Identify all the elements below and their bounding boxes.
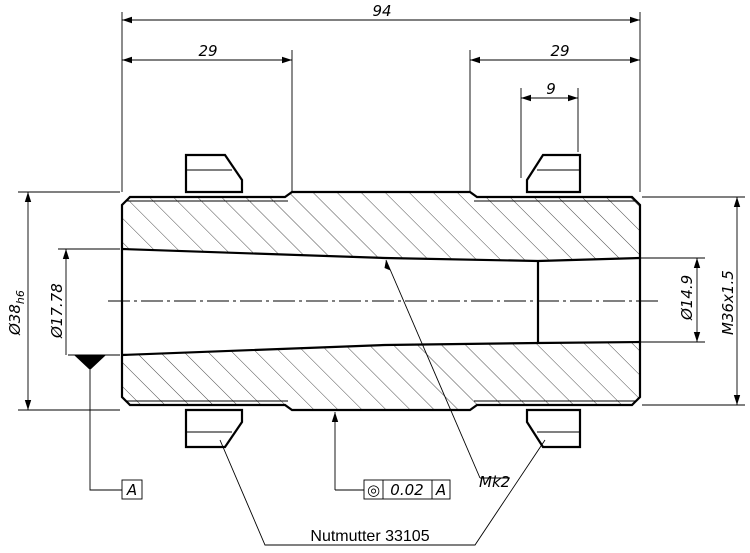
taper-lower-edge — [121, 340, 641, 357]
dimension-left-nut — [122, 50, 293, 192]
tolerance-value-text: 0.02 — [390, 481, 423, 499]
taper-leader — [384, 259, 510, 479]
shaft-section — [108, 190, 660, 412]
bore-diameter-text: Ø14.9 — [678, 275, 696, 321]
upper-wall-hatch — [122, 192, 640, 261]
concentricity-leader — [331, 412, 364, 491]
dimension-right-nut — [469, 50, 640, 192]
nut-label-text: Nutmutter 33105 — [310, 528, 429, 545]
concentricity-symbol: ◎ — [367, 481, 380, 499]
nut-top-left — [184, 153, 244, 194]
overall-length-text: 94 — [372, 2, 391, 20]
outer-contour — [120, 190, 642, 412]
dimension-outer-diameter — [18, 191, 120, 411]
taper-label-text: Mk2 — [479, 473, 510, 491]
dimension-taper-diameter — [58, 248, 120, 356]
nut-top-right — [525, 153, 582, 194]
nut-bottom-right — [525, 408, 582, 449]
right-groove-text: 9 — [546, 80, 556, 98]
dimension-thread — [642, 196, 745, 406]
left-nut-width-text: 29 — [198, 42, 217, 60]
datum-feature — [74, 355, 143, 500]
taper-upper-edge — [121, 247, 641, 263]
thread-text: M36x1.5 — [719, 270, 737, 335]
tolerance-frame — [363, 479, 451, 500]
right-nut-width-text: 29 — [550, 42, 569, 60]
nut-leader — [219, 439, 546, 546]
taper-diameter-text: Ø17.78 — [48, 283, 66, 339]
tolerance-datum-text: A — [435, 481, 446, 499]
dimension-overall-length — [121, 12, 641, 192]
nut-bottom-left — [184, 408, 244, 449]
outer-diameter-text: Ø38h6 — [6, 290, 27, 336]
datum-box — [121, 479, 143, 500]
datum-label: A — [126, 481, 137, 499]
dimension-right-groove — [520, 88, 579, 178]
lower-wall-hatch — [122, 342, 640, 410]
dimension-bore-diameter — [640, 257, 705, 343]
